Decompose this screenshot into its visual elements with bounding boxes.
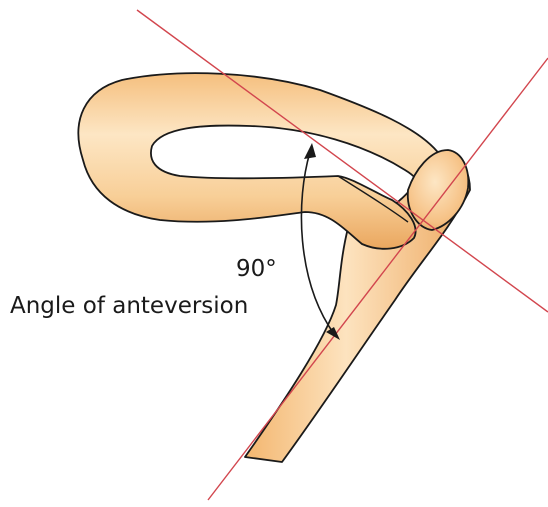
uterus-body bbox=[78, 73, 451, 249]
angle-value-label: 90° bbox=[236, 256, 277, 282]
angle-name-label: Angle of anteversion bbox=[10, 293, 248, 319]
arrow-head-top bbox=[304, 143, 316, 159]
